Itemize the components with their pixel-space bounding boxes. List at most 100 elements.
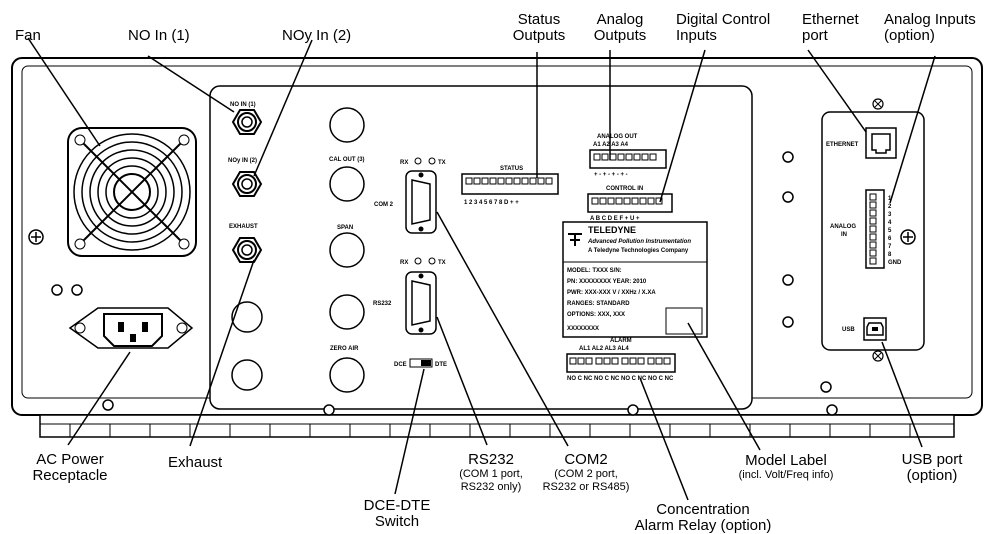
zero-air-panel-label: ZERO AIR	[330, 346, 359, 352]
pn-line: PN: XXXXXXXX YEAR: 2010	[567, 279, 647, 285]
code-line: XXXXXXXX	[567, 326, 599, 332]
screw-icon	[872, 350, 884, 362]
blank-port	[231, 301, 263, 333]
com2-line1: COM2	[564, 451, 608, 468]
analog-in-panel-label-2: IN	[841, 232, 847, 238]
com2-panel-label: COM 2	[374, 202, 394, 208]
fan-callout: Fan	[15, 27, 41, 44]
analog-inputs-line1: Analog Inputs	[884, 11, 976, 28]
com2-callout: COM2 (COM 2 port, RS232 or RS485)	[538, 452, 634, 494]
usb-port-line2: (option)	[906, 467, 958, 484]
analog-outputs-callout: Analog Outputs	[588, 12, 652, 44]
rx-label: RX	[400, 260, 408, 266]
small-hole	[51, 284, 63, 296]
model-label-line1: Model Label	[745, 452, 827, 469]
blank-port	[329, 294, 365, 330]
analog-outputs-line2: Outputs	[593, 27, 647, 44]
rs232-line1: RS232	[468, 451, 514, 468]
analog-in-pin: 1	[888, 196, 892, 202]
small-hole	[323, 404, 335, 416]
dce-dte-line1: DCE-DTE	[363, 497, 431, 514]
options-line: OPTIONS: XXX, XXX	[567, 312, 625, 318]
ethernet-callout: Ethernet port	[802, 12, 859, 44]
com2-line3: RS232 or RS485)	[542, 481, 630, 493]
small-hole	[102, 399, 114, 411]
rs232-line3: RS232 only)	[460, 481, 522, 493]
analog-in-pin: 4	[888, 220, 892, 226]
status-outputs-line1: Status	[517, 11, 561, 28]
dte-label: DTE	[435, 362, 447, 368]
dce-dte-callout: DCE-DTE Switch	[352, 498, 442, 530]
ac-power-line2: Receptacle	[32, 467, 108, 484]
noy-in-callout: NOy In (2)	[282, 27, 352, 44]
status-pins-label: 1 2 3 4 5 6 7 8 D + +	[464, 200, 519, 206]
model-label-plate: TELEDYNE Advanced Pollution Instrumentat…	[562, 221, 708, 338]
tx-label: TX	[438, 160, 446, 166]
analog-inputs-line2: (option)	[884, 27, 935, 44]
analog-in-panel-label: ANALOG	[830, 224, 856, 230]
rs232-panel-label: RS232	[373, 301, 392, 307]
cal-out-port	[329, 166, 365, 202]
alarm-relay-callout: Concentration Alarm Relay (option)	[628, 502, 778, 534]
control-in-pins-label: A B C D E F + U +	[590, 216, 640, 222]
analog-in-pin: 8	[888, 252, 892, 258]
rs232-line2: (COM 1 port,	[459, 468, 523, 480]
alarm-terminal-block: ALARM AL1 AL2 AL3 AL4 NO C NC NO C NC NO…	[566, 338, 676, 382]
no-in-fitting: NO IN (1)	[230, 102, 263, 135]
alarm-relay-line1: Concentration	[656, 501, 750, 518]
fan-grille	[67, 127, 197, 257]
small-hole	[820, 381, 832, 393]
small-hole	[826, 404, 838, 416]
zero-air-port	[329, 357, 365, 393]
digital-control-line2: Inputs	[676, 27, 717, 44]
analog-outputs-line1: Analog	[596, 11, 644, 28]
brand-name: TELEDYNE	[588, 225, 636, 235]
blank-port	[329, 107, 365, 143]
alarm-pins-label: AL1 AL2 AL3 AL4	[579, 346, 629, 352]
analog-out-signs-label: + - + - + - + -	[594, 172, 628, 178]
brand-subtitle: A Teledyne Technologies Company	[588, 248, 689, 254]
ethernet-panel-label: ETHERNET	[826, 142, 859, 148]
blank-port	[231, 359, 263, 391]
control-in-terminal-block: CONTROL IN A B C D E F + U +	[587, 186, 673, 222]
brand-tagline: Advanced Pollution Instrumentation	[587, 239, 691, 245]
analog-in-terminal-block: ANALOG IN 1 2 3 4 5 6 7 8 GND	[830, 189, 902, 269]
small-hole	[71, 284, 83, 296]
no-in-panel-label: NO IN (1)	[230, 102, 256, 108]
dce-dte-switch: DCE DTE	[394, 358, 447, 368]
leader-lines	[27, 37, 936, 501]
analog-in-pin: 6	[888, 236, 892, 242]
rs232-callout: RS232 (COM 1 port, RS232 only)	[446, 452, 536, 494]
com2-line2: (COM 2 port,	[554, 468, 618, 480]
noy-in-fitting: NOy IN (2)	[228, 158, 263, 197]
usb-panel-label: USB	[842, 327, 855, 333]
usb-port: USB	[842, 317, 887, 341]
analog-in-pin: 5	[888, 228, 892, 234]
analog-in-pin: 3	[888, 212, 892, 218]
digital-control-callout: Digital Control Inputs	[676, 12, 770, 44]
control-in-panel-label: CONTROL IN	[606, 186, 643, 192]
model-label-callout: Model Label (incl. Volt/Freq info)	[726, 453, 846, 482]
exhaust-fitting: EXHAUST	[229, 224, 263, 263]
usb-port-callout: USB port (option)	[884, 452, 980, 484]
model-label-line2: (incl. Volt/Freq info)	[738, 469, 834, 481]
ac-power-line1: AC Power	[36, 451, 104, 468]
screw-icon	[900, 229, 916, 245]
ranges-line: RANGES: STANDARD	[567, 301, 630, 307]
ac-power-receptacle	[68, 307, 194, 349]
screw-icon	[28, 229, 44, 245]
model-line: MODEL: TXXX S/N:	[567, 268, 622, 274]
tx-label: TX	[438, 260, 446, 266]
analog-out-pins-label: A1 A2 A3 A4	[593, 142, 629, 148]
dce-label: DCE	[394, 362, 407, 368]
analog-out-terminal-block: ANALOG OUT A1 A2 A3 A4 + - + - + - + -	[589, 134, 667, 178]
span-panel-label: SPAN	[337, 225, 353, 231]
status-panel-label: STATUS	[500, 166, 523, 172]
small-hole	[782, 274, 794, 286]
com2-connector: RX TX COM 2	[374, 157, 446, 234]
small-hole	[782, 316, 794, 328]
ethernet-line1: Ethernet	[802, 11, 859, 28]
small-hole	[782, 191, 794, 203]
status-outputs-line2: Outputs	[512, 27, 566, 44]
